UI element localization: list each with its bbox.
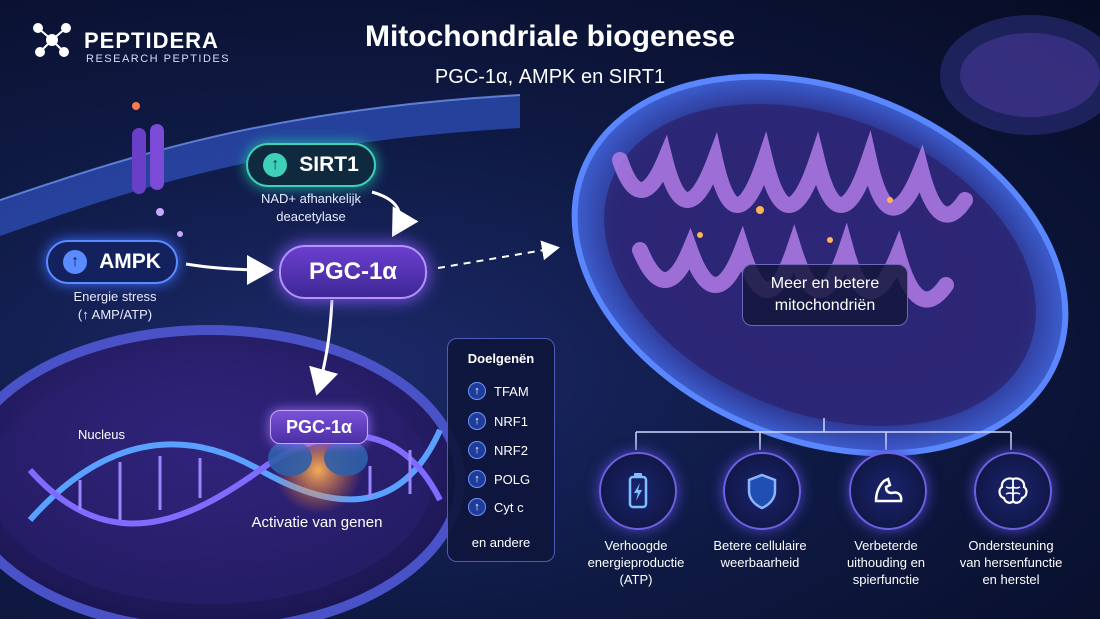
sirt1-label: SIRT1: [299, 153, 359, 176]
gene-name: POLG: [494, 471, 531, 487]
benefit-label-endurance: Verbeterde uithouding en spierfunctie: [821, 537, 951, 588]
up-arrow-icon: ↑: [468, 498, 486, 516]
gene-item: ↑ NRF2: [468, 440, 528, 460]
diagram-title: Mitochondriale biogenese: [364, 20, 736, 53]
target-genes-more: en andere: [471, 535, 531, 550]
benefit-line: (ATP): [619, 572, 653, 587]
sirt1-description: NAD+ afhankelijk deacetylase: [236, 190, 386, 226]
gene-name: TFAM: [494, 383, 529, 399]
logo-icon: [33, 23, 71, 57]
arrow-pgc-to-nucleus: [309, 299, 339, 396]
ion-particle: [132, 102, 140, 110]
ampk-desc-line1: Energie stress: [73, 289, 157, 304]
brain-icon-glyph: [998, 477, 1028, 504]
ampk-description: Energie stress (↑ AMP/ATP): [40, 288, 190, 324]
ion-particle: [156, 208, 164, 216]
benefit-line: van hersenfunctie: [959, 555, 1063, 570]
up-arrow-icon: ↑: [468, 441, 486, 459]
up-arrow-icon: ↑: [263, 153, 288, 177]
transcription-complex: [324, 440, 368, 476]
muscle-icon: [849, 452, 927, 530]
up-arrow-icon: ↑: [468, 382, 486, 400]
gene-name: NRF1: [494, 413, 528, 429]
logo-tagline: RESEARCH PEPTIDES: [86, 53, 231, 65]
gene-item: ↑ NRF1: [468, 411, 528, 431]
mitochondria-label: Meer en betere mitochondriën: [742, 264, 908, 326]
nucleus-body: [0, 325, 465, 619]
benefits-connector: [635, 418, 1012, 450]
gene-activation-label: Activatie van genen: [251, 514, 383, 531]
benefit-line: spierfunctie: [852, 572, 920, 587]
target-genes-title: Doelgenën: [467, 351, 535, 366]
benefit-line: Verhoogde: [604, 538, 668, 553]
target-genes-panel: Doelgenën ↑ TFAM ↑ NRF1 ↑ NRF2 ↑ POLG ↑ Cyt c…: [447, 338, 555, 562]
arrow-sirt1-to-pgc: [371, 190, 419, 238]
ampk-node: ↑ AMPK: [46, 240, 178, 284]
cell-membrane-edge: [0, 94, 521, 201]
shield-icon: [723, 452, 801, 530]
membrane-channel: [132, 124, 164, 194]
benefit-line: en herstel: [982, 572, 1040, 587]
benefit-label-resilience: Betere cellulaire weerbaarheid: [695, 537, 825, 571]
benefit-line: weerbaarheid: [720, 555, 800, 570]
up-arrow-icon: ↑: [468, 470, 486, 488]
transcription-complex: [268, 440, 312, 476]
mitochondria-label-line1: Meer en betere: [770, 275, 880, 292]
ampk-desc-line2: (↑ AMP/ATP): [77, 307, 153, 322]
sirt1-desc-line2: deacetylase: [276, 209, 346, 224]
cristae: [612, 130, 973, 308]
dna-helix: [27, 428, 443, 527]
benefit-label-brain: Ondersteuning van hersenfunctie en herst…: [946, 537, 1076, 588]
nucleus-label: Nucleus: [78, 427, 125, 442]
gene-name: Cyt c: [494, 499, 524, 515]
background-mitochondrion-inner: [960, 33, 1100, 117]
arrow-pgc-to-mitochondrion: [437, 240, 560, 269]
sirt1-desc-line1: NAD+ afhankelijk: [260, 191, 362, 206]
ampk-label: AMPK: [99, 250, 161, 273]
benefit-line: Verbeterde: [854, 538, 918, 553]
shield-icon-glyph: [747, 473, 777, 510]
gene-item: ↑ TFAM: [468, 381, 529, 401]
battery-icon: [599, 452, 677, 530]
benefit-line: Betere cellulaire: [713, 538, 807, 553]
gene-item: ↑ POLG: [468, 469, 530, 489]
pgc1a-nucleus-node: PGC-1α: [270, 410, 368, 444]
pgc1a-node: PGC-1α: [279, 245, 427, 299]
up-arrow-icon: ↑: [63, 250, 88, 274]
sirt1-node: ↑ SIRT1: [246, 143, 376, 187]
logo-name: PEPTIDERA: [84, 28, 219, 53]
benefit-line: energieproductie: [587, 555, 685, 570]
up-arrow-icon: ↑: [468, 412, 486, 430]
benefit-label-energy: Verhoogde energieproductie (ATP): [571, 537, 701, 588]
brain-icon: [974, 452, 1052, 530]
benefit-line: Ondersteuning: [968, 538, 1054, 553]
benefit-line: uithouding en: [846, 555, 926, 570]
muscle-icon-glyph: [874, 477, 903, 503]
arrow-ampk-to-pgc: [185, 254, 274, 285]
cell-membrane: [0, 95, 520, 236]
battery-icon-glyph: [628, 473, 648, 509]
ion-particle: [177, 231, 183, 237]
mitochondria-label-line2: mitochondriën: [774, 297, 876, 314]
diagram-subtitle: PGC-1α, AMPK en SIRT1: [434, 66, 666, 88]
gene-name: NRF2: [494, 442, 528, 458]
gene-item: ↑ Cyt c: [468, 497, 524, 517]
